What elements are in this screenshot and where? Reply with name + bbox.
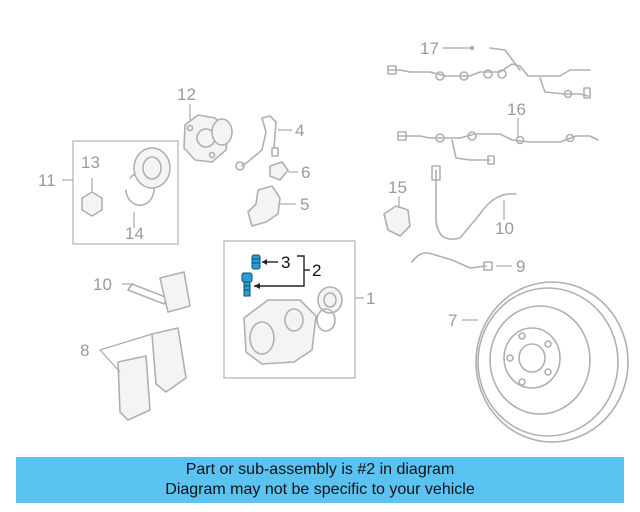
part-10-pad-spring — [127, 271, 191, 313]
callout-6: 6 — [301, 163, 310, 182]
part-6-clip — [269, 161, 289, 181]
part-7-brake-rotor — [475, 281, 629, 443]
callout-10a: 10 — [93, 275, 112, 294]
part-3-bolt — [251, 254, 261, 270]
banner-line-2: Diagram may not be specific to your vehi… — [165, 481, 475, 498]
callout-9: 9 — [516, 257, 525, 276]
part-17-wear-sensor-harness — [387, 47, 591, 99]
group-box-11 — [72, 140, 179, 245]
part-13-nut — [81, 191, 103, 217]
part-10-brake-hose — [431, 165, 517, 240]
part-1-caliper — [243, 286, 343, 365]
callout-15: 15 — [388, 178, 407, 197]
part-15-sensor — [383, 205, 411, 237]
callout-2: 2 — [312, 261, 321, 280]
part-16-wear-sensor-harness — [397, 131, 599, 165]
part-4-brake-line — [235, 115, 279, 171]
leader-17-dot — [470, 46, 474, 50]
leader-8a — [99, 333, 153, 351]
callout-13: 13 — [81, 153, 100, 172]
part-5-bracket — [247, 185, 281, 227]
callout-4: 4 — [295, 121, 304, 140]
group-box-1 — [223, 240, 356, 379]
callout-3: 3 — [281, 253, 290, 272]
part-2-bolt — [241, 272, 253, 297]
callout-12: 12 — [177, 85, 196, 104]
banner-line-1: Part or sub-assembly is #2 in diagram — [185, 461, 455, 478]
callout-10b: 10 — [495, 219, 514, 238]
callout-8: 8 — [80, 341, 89, 360]
part-9-sensor-wire — [411, 252, 493, 271]
leader-3-arrow — [262, 259, 267, 265]
callout-17: 17 — [420, 39, 439, 58]
callout-16: 16 — [507, 100, 526, 119]
leader-2 — [254, 255, 305, 287]
callout-7: 7 — [448, 311, 457, 330]
callout-11: 11 — [38, 171, 56, 190]
callout-1: 1 — [366, 289, 375, 308]
bearing — [133, 147, 171, 189]
leader-8b — [99, 349, 121, 373]
callout-5: 5 — [300, 195, 309, 214]
part-12-wheel-hub — [183, 114, 233, 163]
leader-2-arrow — [254, 283, 260, 289]
info-banner: Part or sub-assembly is #2 in diagram Di… — [16, 457, 624, 503]
part-8-brake-pads — [117, 327, 187, 421]
parts-diagram: 17 16 12 4 6 5 11 13 — [38, 39, 629, 443]
callout-14: 14 — [125, 224, 144, 243]
